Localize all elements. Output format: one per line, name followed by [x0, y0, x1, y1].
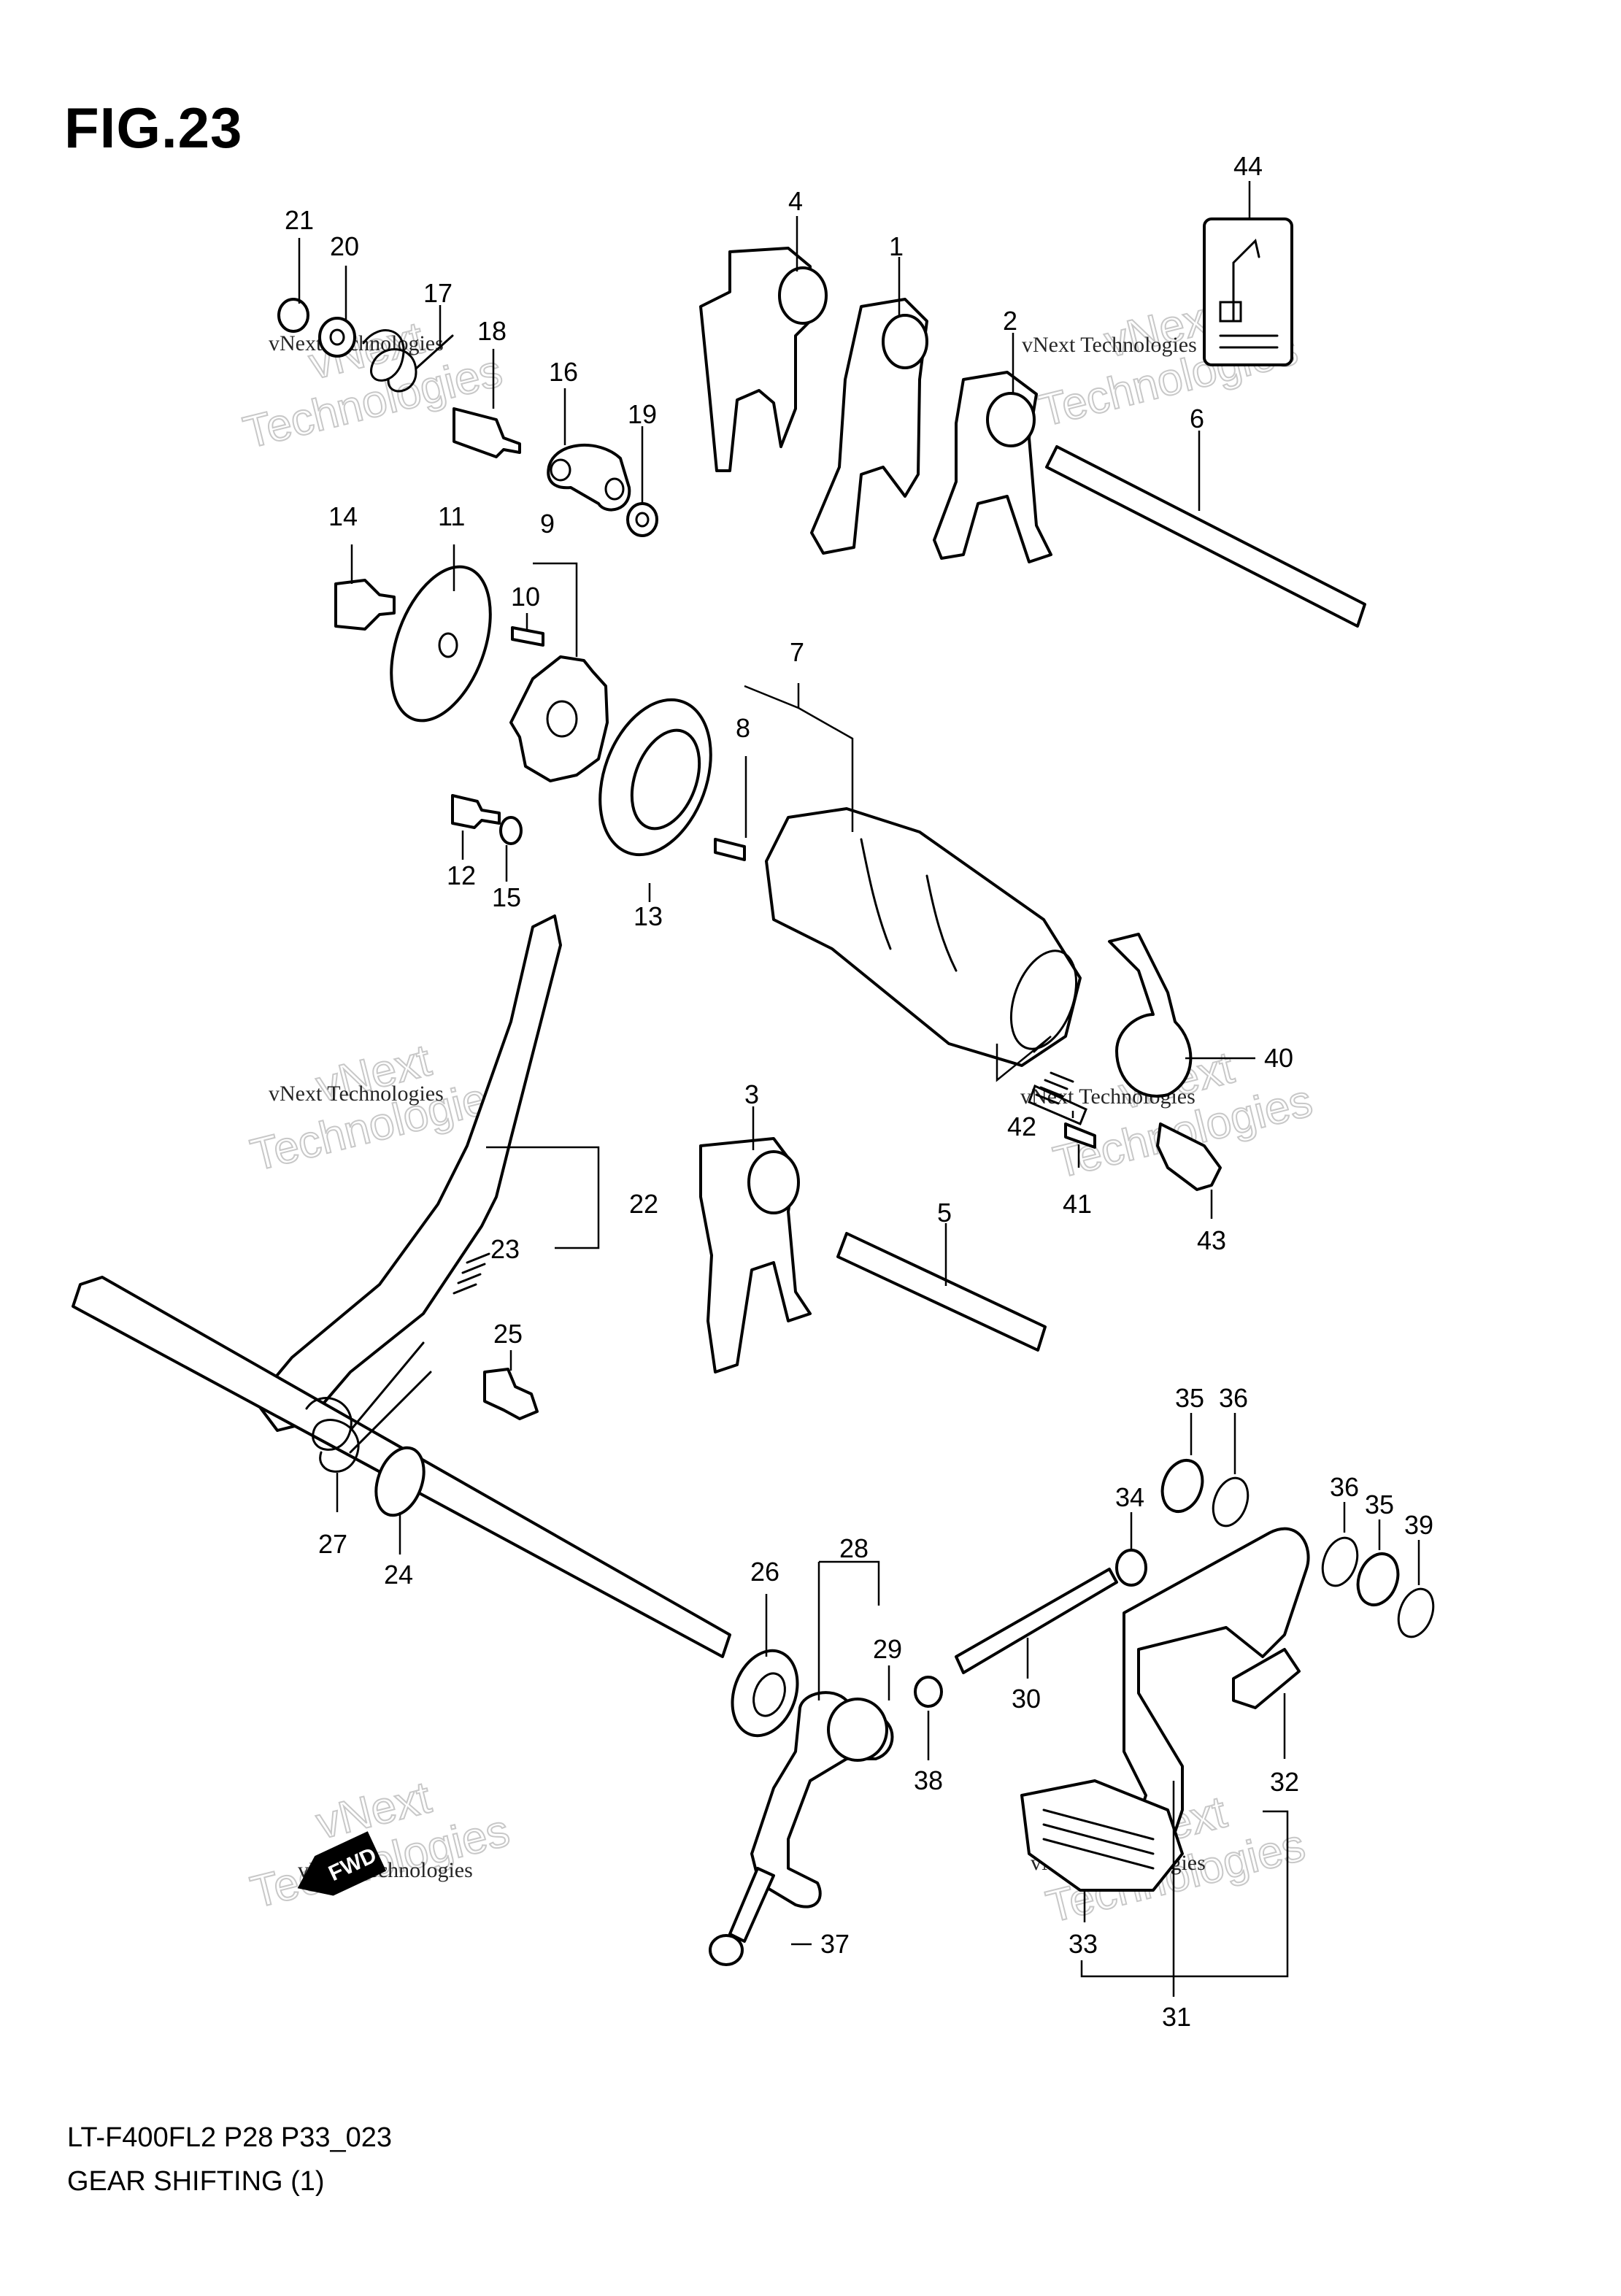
- callout-31: 31: [1162, 2002, 1191, 2032]
- part-23-spring: [453, 1252, 490, 1295]
- part-37-bolt: [728, 1867, 775, 1943]
- part-24-collar: [374, 1446, 426, 1517]
- part-30-shift-rod: [955, 1568, 1118, 1674]
- callout-39: 39: [1404, 1510, 1433, 1540]
- svg-text:vNext Technologies: vNext Technologies: [269, 1082, 444, 1106]
- leader-lines: [298, 181, 1420, 1997]
- part-17-spring: [362, 329, 454, 393]
- callout-36-right: 36: [1330, 1472, 1359, 1502]
- callout-10: 10: [511, 582, 540, 612]
- part-29-ball-joint: [827, 1698, 888, 1762]
- svg-text:vNext Technologies: vNext Technologies: [269, 331, 444, 355]
- part-18-bolt: [453, 407, 521, 458]
- part-34-nut: [1115, 1549, 1147, 1587]
- callout-2: 2: [1003, 306, 1017, 336]
- part-33-pedal-rubber: [1020, 1779, 1184, 1892]
- callout-44: 44: [1233, 151, 1263, 181]
- diagram-name: GEAR SHIFTING (1): [67, 2166, 325, 2197]
- callout-9: 9: [540, 509, 555, 539]
- callout-labels: 1 2 3 4 5 6 7 8 9 10 11 12 13 14 15 16 1…: [285, 151, 1433, 2032]
- callout-21: 21: [285, 205, 314, 235]
- callout-33: 33: [1069, 1929, 1098, 1959]
- part-6-fork-shaft: [1045, 445, 1366, 628]
- part-32-pivot-bolt: [1232, 1648, 1301, 1709]
- callout-43: 43: [1197, 1225, 1226, 1255]
- callout-30: 30: [1012, 1684, 1041, 1714]
- part-35-washer-right: [1356, 1552, 1400, 1606]
- callout-35-left: 35: [1175, 1383, 1204, 1413]
- part-41-pin: [1064, 1122, 1096, 1149]
- part-42-spring: [1028, 1071, 1087, 1125]
- figure-title: FIG.23: [64, 96, 243, 160]
- part-22-shift-lever: [254, 914, 562, 1432]
- callout-1: 1: [889, 231, 904, 261]
- part-43-bolt: [1156, 1122, 1222, 1191]
- callout-22: 22: [629, 1189, 658, 1219]
- callout-18: 18: [477, 316, 507, 346]
- part-15-washer: [499, 816, 523, 845]
- part-35-washer-left: [1160, 1459, 1204, 1513]
- callout-25: 25: [493, 1319, 523, 1349]
- callout-28: 28: [839, 1533, 869, 1563]
- part-10-pin: [511, 626, 544, 647]
- part-8-pin: [714, 838, 746, 861]
- part-9-cam-gear: [509, 655, 609, 782]
- callout-27: 27: [318, 1529, 347, 1559]
- part-25-bolt: [483, 1368, 539, 1420]
- diagram-code: LT-F400FL2 P28 P33_023: [67, 2122, 393, 2153]
- callout-19: 19: [628, 399, 657, 429]
- callout-32: 32: [1270, 1767, 1299, 1797]
- callout-41: 41: [1063, 1189, 1092, 1219]
- callout-40: 40: [1264, 1043, 1293, 1073]
- part-44-label-plate: [1203, 217, 1293, 366]
- callout-14: 14: [328, 501, 358, 531]
- part-40-clamp: [1108, 933, 1193, 1098]
- part-21-nut: [277, 298, 309, 333]
- part-2-shift-fork: [933, 371, 1052, 563]
- callout-7: 7: [790, 637, 804, 667]
- callout-11: 11: [438, 501, 465, 531]
- part-14-bolt: [334, 579, 396, 631]
- part-27-return-spring: [305, 1341, 432, 1473]
- callout-26: 26: [750, 1557, 779, 1587]
- callout-38: 38: [914, 1765, 943, 1795]
- callout-29: 29: [873, 1634, 902, 1664]
- parts-layer: FWD: [72, 217, 1435, 1966]
- callout-17: 17: [423, 278, 453, 308]
- fwd-arrow-badge: FWD: [297, 1831, 387, 1896]
- part-39-circlip: [1397, 1587, 1435, 1638]
- part-20-washer: [318, 317, 356, 358]
- callout-16: 16: [549, 357, 578, 387]
- callout-5: 5: [937, 1198, 952, 1228]
- part-36-ring-left: [1212, 1476, 1250, 1528]
- part-11-cam-plate: [390, 565, 492, 723]
- part-19-washer: [626, 502, 658, 537]
- callout-6: 6: [1190, 404, 1204, 434]
- callout-13: 13: [634, 901, 663, 931]
- callout-36-left: 36: [1219, 1383, 1248, 1413]
- callout-23: 23: [490, 1234, 520, 1264]
- callout-42: 42: [1007, 1112, 1036, 1141]
- part-38-nut: [914, 1676, 943, 1708]
- callout-35-right: 35: [1365, 1490, 1394, 1519]
- callout-37: 37: [820, 1929, 850, 1959]
- svg-text:vNext Technologies: vNext Technologies: [1022, 333, 1197, 357]
- callout-3: 3: [744, 1079, 759, 1109]
- callout-15: 15: [492, 882, 521, 912]
- callout-8: 8: [736, 713, 750, 743]
- part-12-screw: [451, 794, 501, 829]
- part-7-shift-drum: [765, 807, 1082, 1067]
- part-16-stopper: [547, 443, 631, 512]
- callout-24: 24: [384, 1560, 413, 1590]
- callout-12: 12: [447, 860, 476, 890]
- callout-34: 34: [1115, 1482, 1144, 1512]
- part-26-bearing: [731, 1649, 799, 1738]
- callout-20: 20: [330, 231, 359, 261]
- callout-4: 4: [788, 186, 803, 216]
- part-36-ring-right: [1321, 1536, 1359, 1587]
- part-5-fork-shaft: [836, 1232, 1047, 1352]
